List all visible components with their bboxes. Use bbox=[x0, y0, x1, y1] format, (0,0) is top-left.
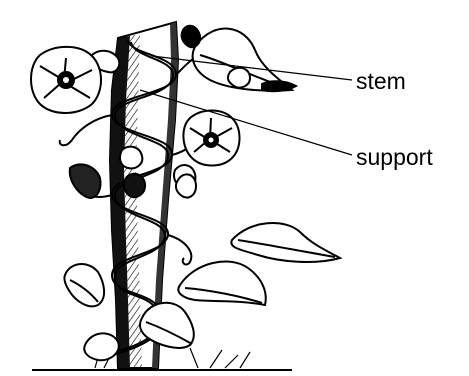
flower-left bbox=[31, 47, 101, 113]
stem-label: stem bbox=[356, 70, 406, 93]
flower-right bbox=[183, 111, 239, 166]
leaves bbox=[64, 29, 340, 361]
support-label: support bbox=[356, 146, 433, 169]
ground bbox=[32, 345, 292, 370]
